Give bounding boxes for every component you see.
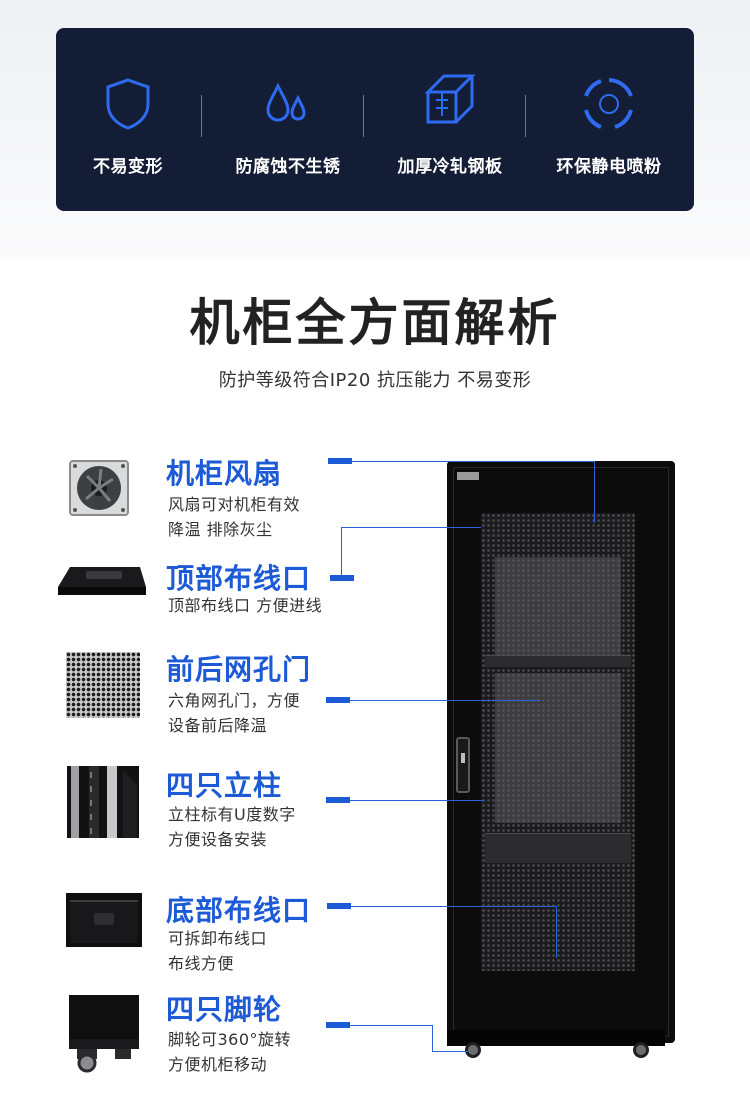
feature-label: 防腐蚀不生锈: [235, 157, 341, 177]
feature-desc: 顶部布线口 方便进线: [168, 593, 322, 618]
feature-desc-line: 风扇可对机柜有效: [168, 495, 301, 514]
feature-desc: 脚轮可360°旋转 方便机柜移动: [168, 1027, 291, 1077]
caster-image: [69, 995, 139, 1073]
feature-desc-line: 布线方便: [168, 954, 235, 973]
feature-label: 加厚冷轧钢板: [397, 157, 503, 177]
feature-eco-coating: 环保静电喷粉: [529, 28, 689, 211]
steel-plate-icon: [424, 74, 476, 124]
feature-title-mesh-door: 前后网孔门: [166, 653, 312, 686]
feature-label: 环保静电喷粉: [556, 157, 662, 177]
feature-desc-line: 方便设备安装: [168, 830, 268, 849]
recycle-ring-icon: [584, 78, 633, 129]
feature-desc-line: 可拆卸布线口: [168, 929, 268, 948]
brand-logo: [457, 472, 479, 480]
leader-line: [341, 527, 481, 528]
page-title: 机柜全方面解析: [189, 294, 561, 352]
leader-line: [594, 461, 595, 523]
leader-line: [350, 700, 540, 701]
feature-title-bottom-port: 底部布线口: [166, 894, 312, 927]
feature-desc-line: 六角网孔门，方便: [168, 691, 301, 710]
marker-bottom-port: [327, 903, 351, 909]
marker-mesh-door: [326, 697, 350, 703]
caster-wheel: [465, 1042, 481, 1058]
feature-label: 不易变形: [93, 157, 163, 177]
shield-icon: [106, 78, 150, 130]
divider: [363, 95, 364, 137]
feature-title-top-port: 顶部布线口: [166, 562, 312, 595]
top-cable-port-image: [58, 567, 146, 595]
glare: [495, 673, 621, 823]
shelf: [485, 833, 631, 863]
cabinet-image: [447, 461, 675, 1043]
marker-top-port: [330, 575, 354, 581]
mesh-door-image: [66, 652, 140, 718]
shelf: [485, 655, 631, 667]
glare: [495, 557, 621, 655]
marker-fan: [328, 458, 352, 464]
water-drops-icon: [266, 82, 306, 122]
leader-line: [432, 1025, 433, 1051]
feature-desc: 可拆卸布线口 布线方便: [168, 926, 267, 976]
marker-casters: [326, 1022, 350, 1028]
page-subtitle: 防护等级符合IP20 抗压能力 不易变形: [218, 370, 532, 391]
feature-desc: 立柱标有U度数字 方便设备安装: [168, 802, 296, 852]
leader-line: [350, 800, 484, 801]
caster-wheel: [633, 1042, 649, 1058]
feature-banner: 不易变形 防腐蚀不生锈 加厚冷轧钢板 环保静电喷粉: [56, 28, 694, 211]
cabinet-base: [447, 1030, 665, 1046]
leader-line: [352, 461, 595, 462]
leader-line: [556, 906, 557, 958]
leader-line: [341, 527, 342, 578]
feature-steel-plate: 加厚冷轧钢板: [370, 28, 530, 211]
divider: [525, 95, 526, 137]
feature-desc-line: 设备前后降温: [168, 716, 268, 735]
feature-title-fan: 机柜风扇: [166, 457, 283, 490]
feature-desc: 风扇可对机柜有效 降温 排除灰尘: [168, 492, 300, 542]
marker-columns: [326, 797, 350, 803]
fan-image: [69, 460, 129, 516]
feature-anticorrosion: 防腐蚀不生锈: [208, 28, 368, 211]
leader-line: [351, 906, 557, 907]
feature-desc-line: 顶部布线口 方便进线: [168, 596, 323, 615]
lock-icon: [461, 753, 465, 763]
feature-title-casters: 四只脚轮: [166, 993, 283, 1026]
door-handle: [456, 737, 470, 793]
column-image: [67, 766, 139, 838]
bottom-cable-port-image: [66, 893, 142, 947]
feature-title-columns: 四只立柱: [166, 769, 283, 802]
leader-line: [432, 1051, 468, 1052]
feature-desc-line: 脚轮可360°旋转: [168, 1030, 292, 1049]
feature-desc-line: 立柱标有U度数字: [168, 805, 296, 824]
leader-line: [350, 1025, 432, 1026]
feature-desc-line: 降温 排除灰尘: [168, 520, 273, 539]
feature-desc-line: 方便机柜移动: [168, 1055, 268, 1074]
divider: [201, 95, 202, 137]
feature-desc: 六角网孔门，方便 设备前后降温: [168, 688, 300, 738]
feature-deformation: 不易变形: [48, 28, 208, 211]
